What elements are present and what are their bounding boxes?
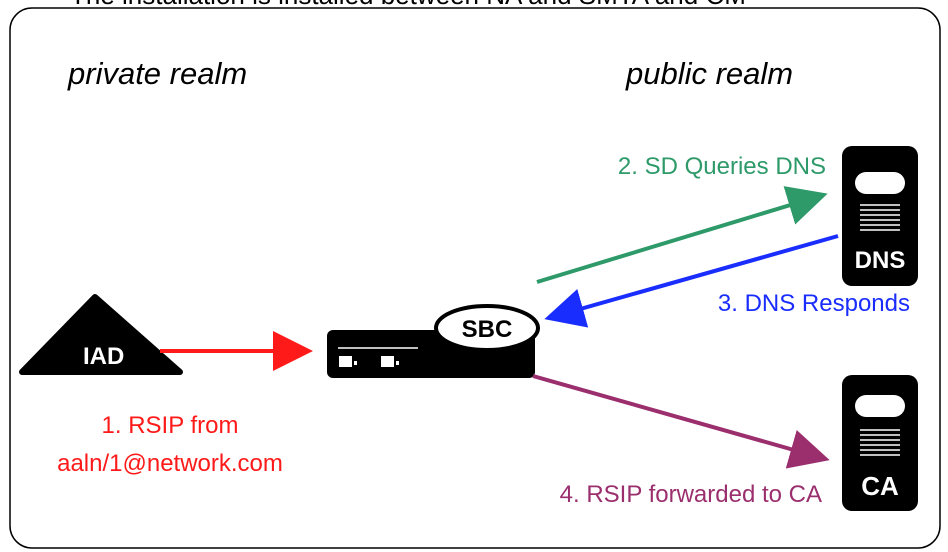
step1-label-line1: 1. RSIP from [102,412,239,439]
private-realm-label: private realm [67,56,247,91]
step2-label: 2. SD Queries DNS [618,153,826,180]
iad-label: IAD [83,343,124,370]
step1-label-line2: aaln/1@network.com [57,450,283,477]
sbc-label: SBC [462,316,513,343]
top-caption: The installation is installed between NA… [70,0,746,10]
step4-label: 4. RSIP forwarded to CA [560,481,822,508]
arrow-step2 [536,186,828,284]
iad-device: IAD [19,294,183,375]
public-realm-label: public realm [625,56,793,91]
sbc-device: SBC [327,304,540,378]
ca-server: CA [842,375,918,511]
dns-label: DNS [855,247,906,274]
step3-label: 3. DNS Responds [718,290,910,317]
ca-label: CA [861,471,899,501]
diagram-frame [9,7,941,549]
arrow-step3 [544,234,839,328]
arrow-step4 [532,374,830,469]
dns-server: DNS [842,146,918,286]
